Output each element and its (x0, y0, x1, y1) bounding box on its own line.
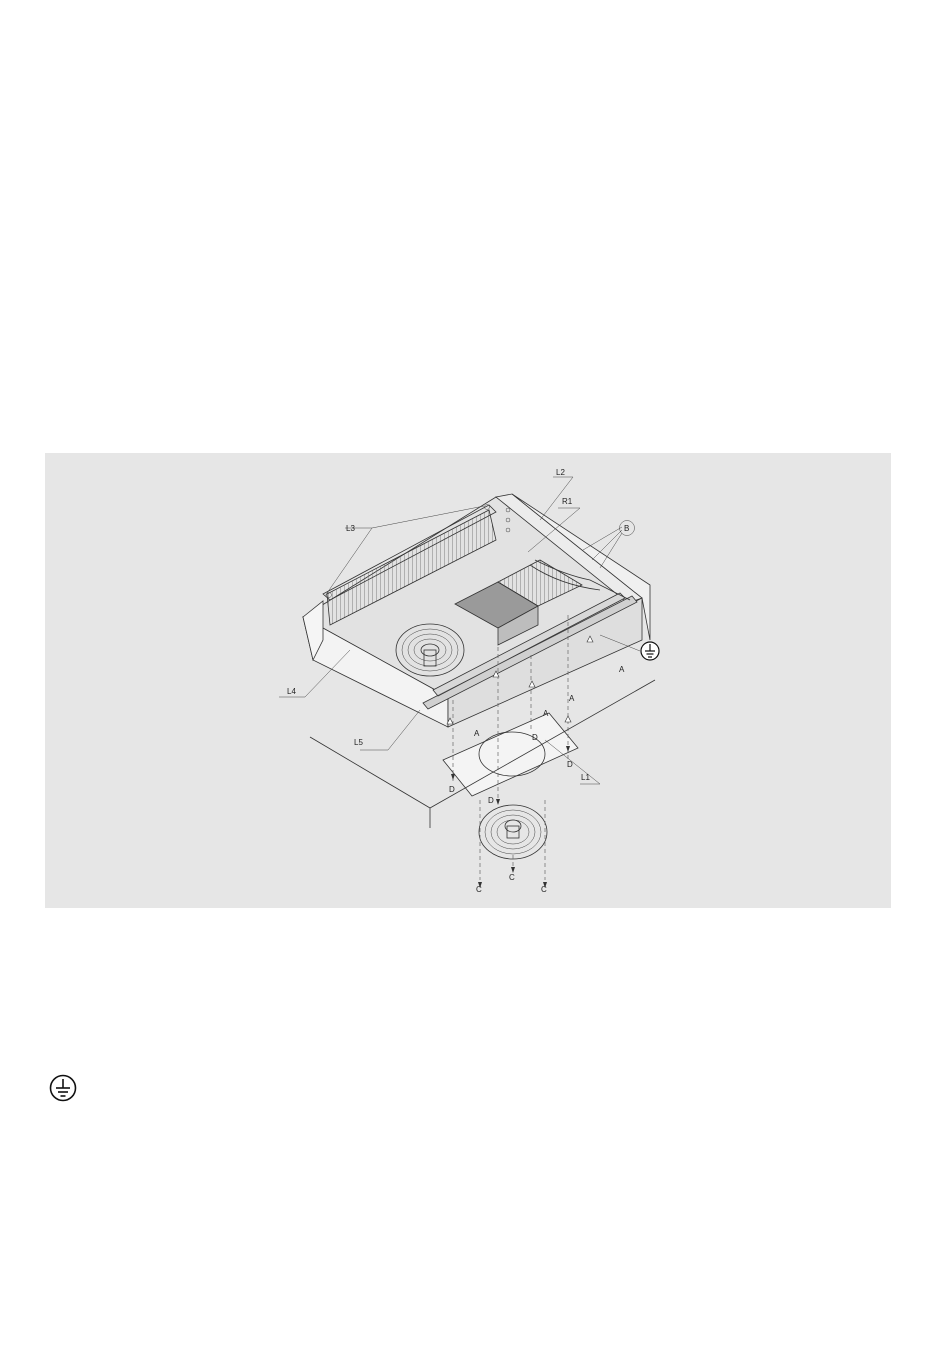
label-b: B (624, 524, 629, 533)
label-d-1: D (532, 733, 538, 742)
label-l5: L5 (354, 738, 363, 747)
label-d-4: D (488, 796, 494, 805)
label-a-3: A (543, 709, 549, 718)
label-a-2: A (569, 694, 575, 703)
fan-icon (479, 805, 547, 859)
ground-icon (48, 1073, 78, 1103)
ground-icon (641, 642, 659, 660)
label-c-2: C (509, 873, 515, 882)
label-l3: L3 (346, 524, 355, 533)
label-d-2: D (567, 760, 573, 769)
label-l2: L2 (556, 468, 565, 477)
label-l4: L4 (287, 687, 296, 696)
label-a-1: A (619, 665, 625, 674)
label-c-3: C (541, 885, 547, 894)
label-a-4: A (474, 729, 480, 738)
label-d-3: D (449, 785, 455, 794)
base-plate (443, 713, 578, 796)
label-l1: L1 (581, 773, 590, 782)
label-c-1: C (476, 885, 482, 894)
label-r1: R1 (562, 497, 573, 506)
